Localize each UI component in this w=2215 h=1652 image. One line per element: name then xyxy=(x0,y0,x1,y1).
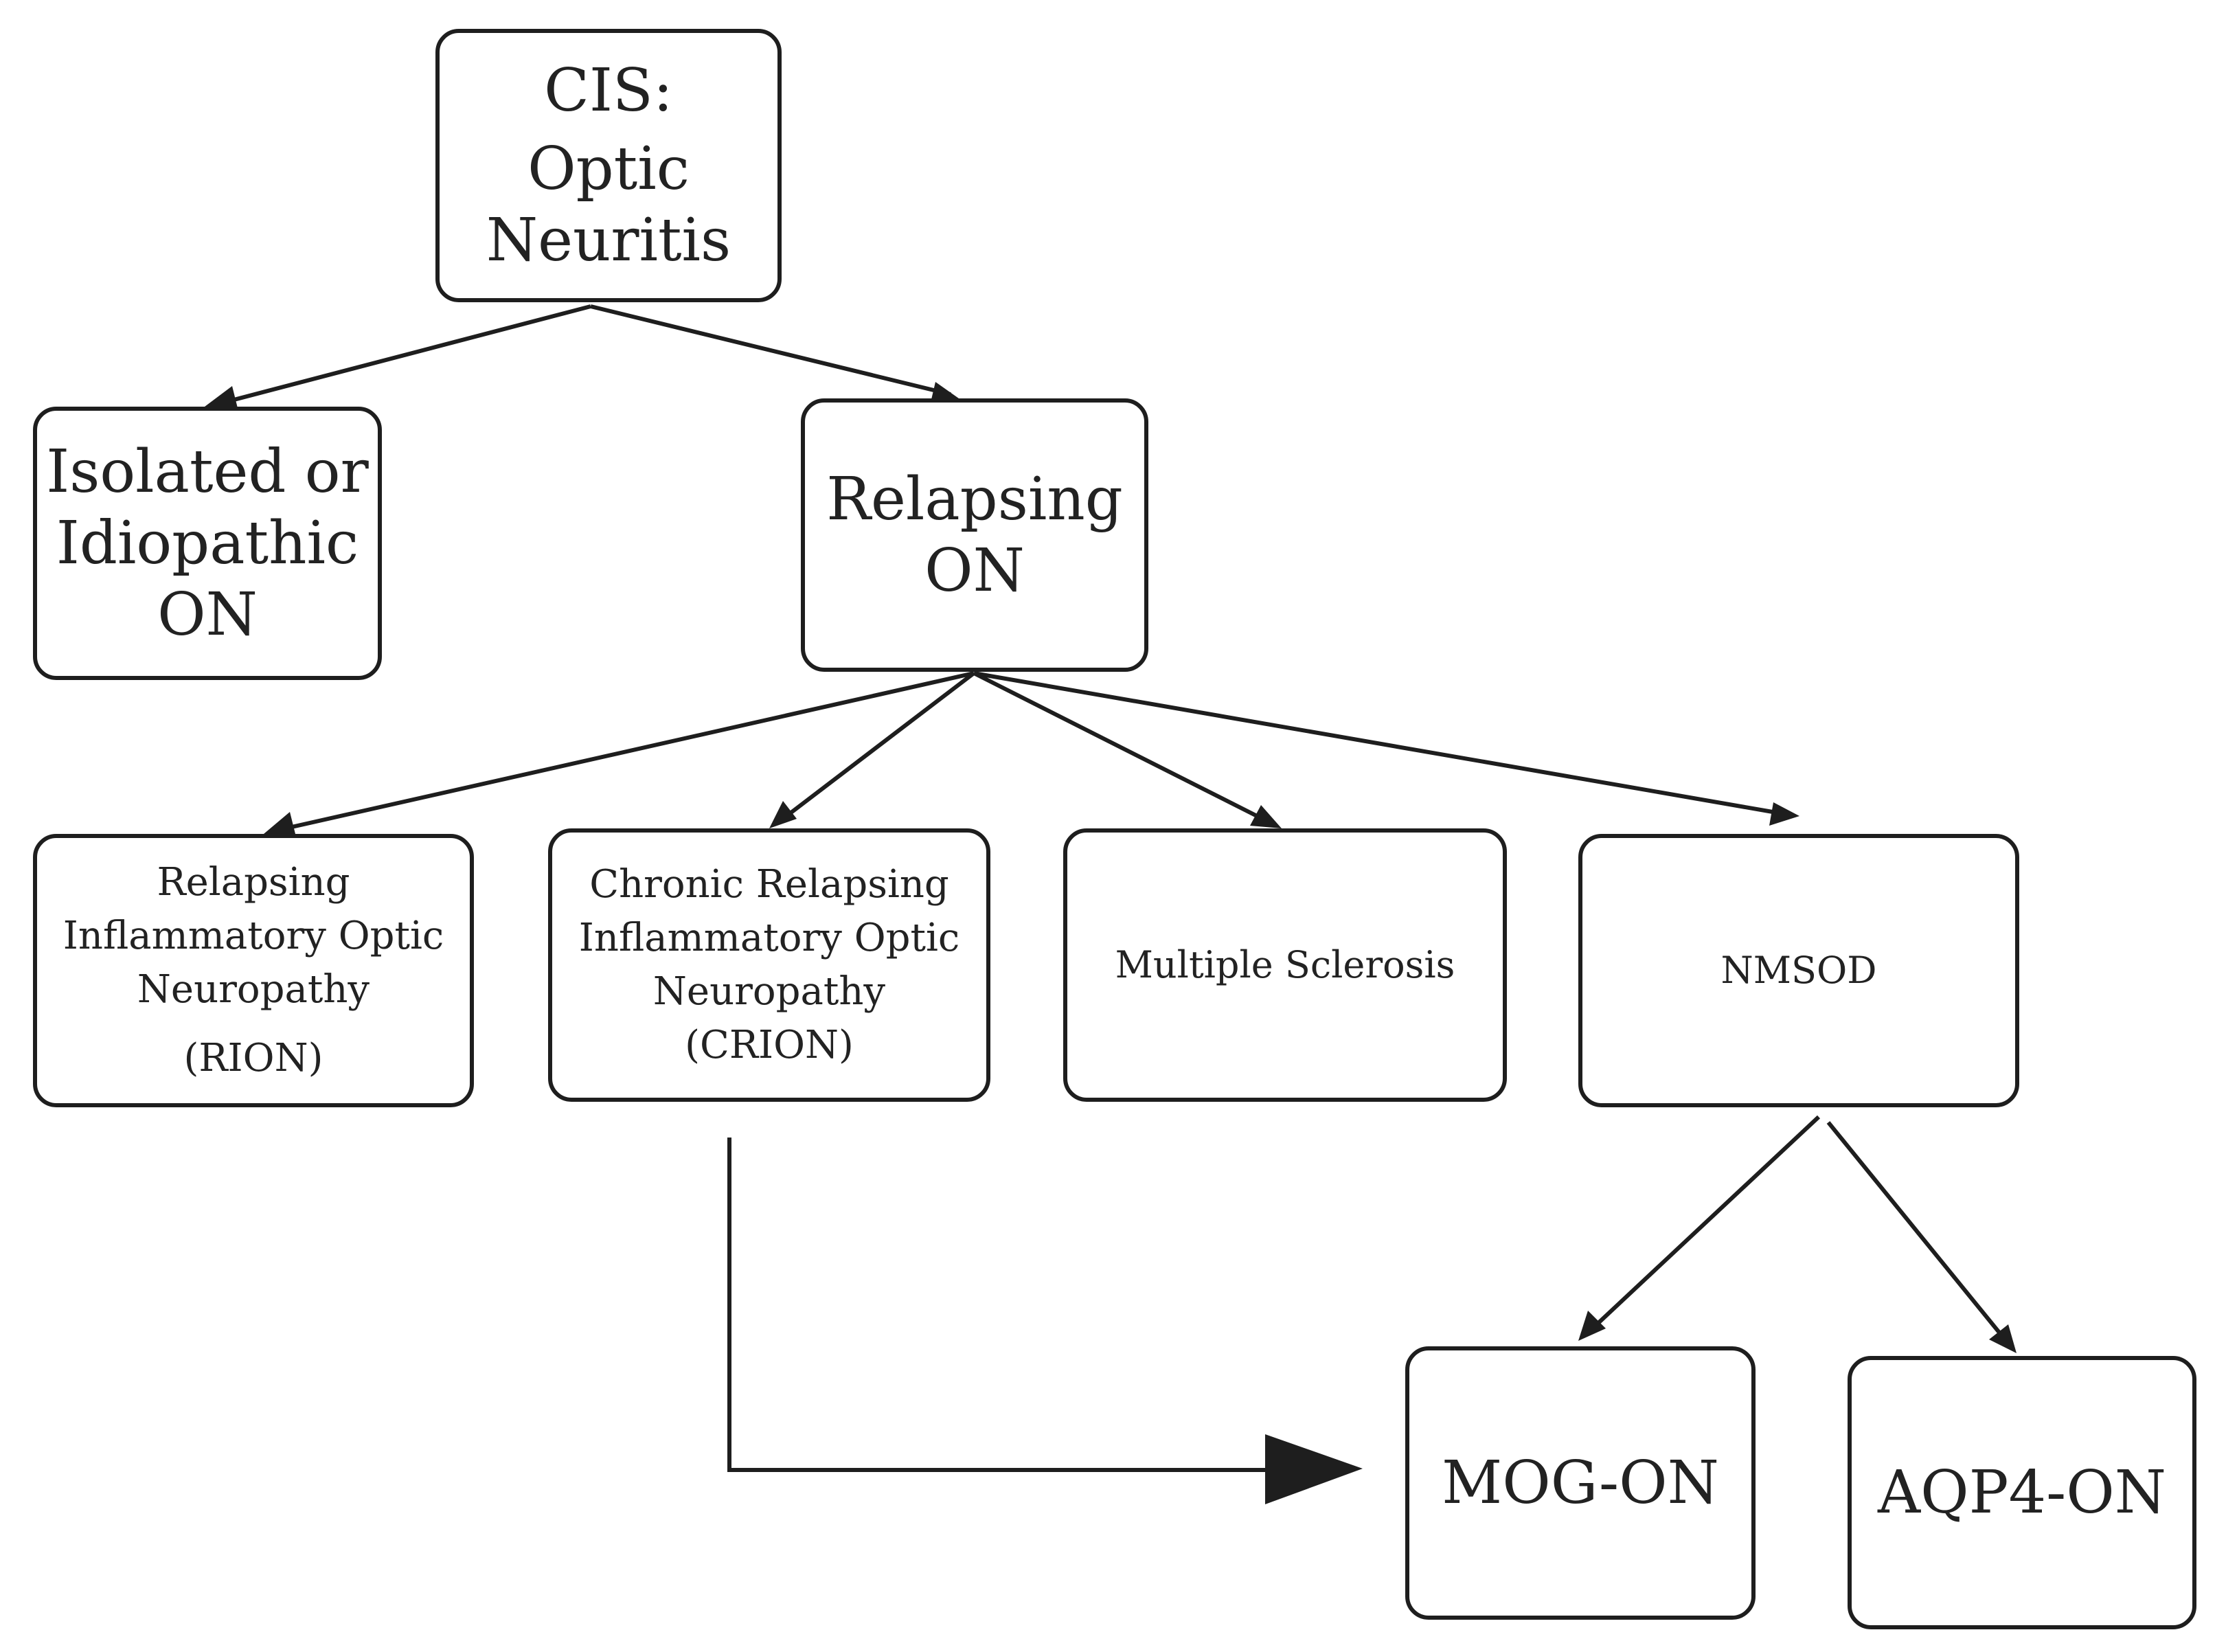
arrowhead-relapsing-to-rion xyxy=(264,812,295,834)
node-crion-line-4: (CRION) xyxy=(685,1023,854,1067)
edge-nmsod-to-mog xyxy=(1584,1115,1821,1336)
node-cis-optic-neuritis: CIS: Optic Neuritis xyxy=(435,29,782,302)
node-crion: Chronic Relapsing Inflammatory Optic Neu… xyxy=(548,828,990,1102)
edge-cis-to-isolated xyxy=(212,304,591,407)
node-isolated-line-1: Isolated or xyxy=(46,438,369,506)
node-relapsing-line-2: ON xyxy=(924,536,1025,605)
node-isolated-line-2: Idiopathic xyxy=(56,509,359,578)
arrowhead-cis-to-isolated xyxy=(205,386,238,408)
arrowhead-relapsing-to-ms xyxy=(1250,805,1282,828)
node-relapsing-line-1: Relapsing xyxy=(826,465,1123,534)
node-crion-line-1: Chronic Relapsing xyxy=(589,862,949,907)
node-rion: Relapsing Inflammatory Optic Neuropathy … xyxy=(33,834,474,1107)
node-rion-line-1: Relapsing xyxy=(157,860,350,905)
node-mog-on: MOG-ON xyxy=(1405,1346,1756,1620)
edge-nmsod-to-aqp4 xyxy=(1826,1121,2010,1345)
arrowhead-nmsod-to-aqp4 xyxy=(1989,1324,2017,1353)
edge-cis-to-relapsing xyxy=(590,304,951,396)
edge-relapsing-to-ms xyxy=(973,671,1272,825)
node-cis-line-2: Optic xyxy=(527,135,690,203)
node-ms-line-1: Multiple Sclerosis xyxy=(1115,943,1455,986)
node-nmsod-line-1: NMSOD xyxy=(1720,949,1877,992)
arrowhead-nmsod-to-mog xyxy=(1578,1311,1606,1341)
node-crion-line-2: Inflammatory Optic xyxy=(578,916,960,960)
arrowhead-relapsing-to-nmsod xyxy=(1769,802,1799,826)
edge-relapsing-to-crion xyxy=(776,671,975,825)
node-isolated-line-3: ON xyxy=(157,580,258,649)
node-rion-line-3: Neuropathy xyxy=(137,967,370,1012)
node-cis-line-1: CIS: xyxy=(544,56,673,125)
node-nmsod: NMSOD xyxy=(1578,834,2019,1107)
node-crion-line-3: Neuropathy xyxy=(652,969,886,1014)
node-rion-line-2: Inflammatory Optic xyxy=(63,914,444,958)
node-cis-line-3: Neuritis xyxy=(486,206,731,275)
node-rion-line-4: (RION) xyxy=(183,1036,323,1080)
node-isolated-idiopathic-on: Isolated or Idiopathic ON xyxy=(33,407,382,680)
node-relapsing-on: Relapsing ON xyxy=(801,398,1148,672)
edge-relapsing-to-rion xyxy=(273,671,975,833)
node-multiple-sclerosis: Multiple Sclerosis xyxy=(1063,828,1507,1102)
arrowhead-relapsing-to-crion xyxy=(769,801,797,828)
edge-relapsing-to-nmsod xyxy=(973,671,1789,817)
node-mog-line-1: MOG-ON xyxy=(1442,1449,1719,1517)
node-aqp4-line-1: AQP4-ON xyxy=(1877,1458,2166,1527)
edge-crion-to-mog xyxy=(727,1138,1277,1472)
arrowhead-crion-to-mog xyxy=(1265,1434,1363,1504)
node-aqp4-on: AQP4-ON xyxy=(1848,1356,2196,1629)
